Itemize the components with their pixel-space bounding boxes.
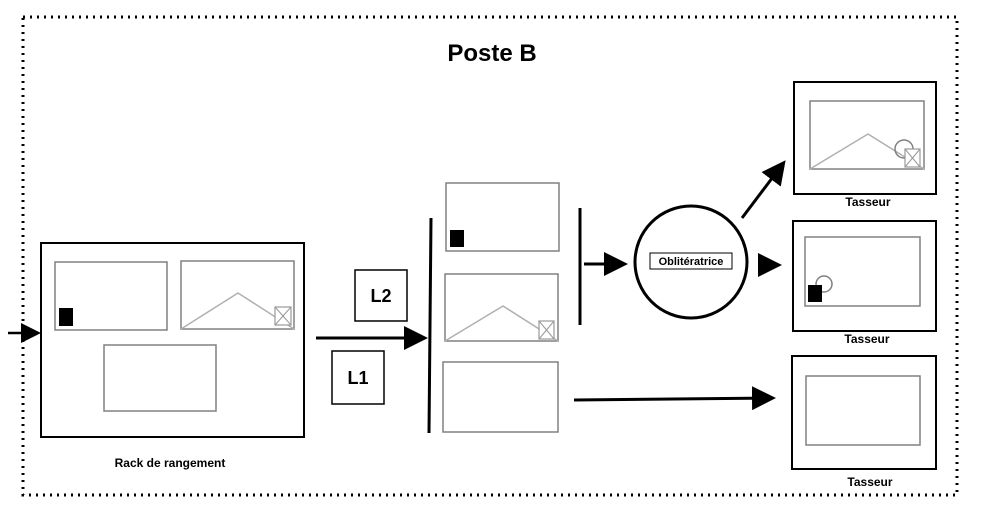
l2-box [354,269,408,322]
tasseur-1 [793,81,937,195]
crossed-box-icon [904,148,921,168]
rack-slot-3 [103,344,217,412]
marker-square-icon [450,230,464,247]
obliteratrice-label-box [649,252,733,270]
station-title: Poste B [447,40,536,67]
postmark-circle-icon [815,275,833,293]
sorting-bar [427,217,433,434]
marker-square-icon [59,308,73,326]
tasseur-2-label: Tasseur [844,332,889,346]
sorted-envelope-1 [445,182,560,252]
rack-slot-1 [54,261,168,331]
tasseur-2 [792,220,937,332]
l1-box [331,350,385,405]
direct-to-tasseur-3-arrow [573,386,776,411]
tasseur-3-label: Tasseur [847,475,892,489]
oblit-to-tasseur-1-arrow [740,160,786,219]
station-boundary [21,15,959,497]
obliteratrice-label: Oblitératrice [659,256,724,268]
l1-label: L1 [347,368,368,388]
marker-square-icon [808,285,822,302]
storage-rack [40,242,305,438]
rack-label: Rack de rangement [115,456,226,470]
tasseur-1-label: Tasseur [845,195,890,209]
tasseur-3 [791,355,937,470]
sorted-envelope-3 [442,361,559,433]
crossed-box-icon [274,306,292,326]
sorted-envelope-2 [444,273,559,342]
l2-label: L2 [370,286,391,306]
crossed-box-icon [538,320,555,340]
